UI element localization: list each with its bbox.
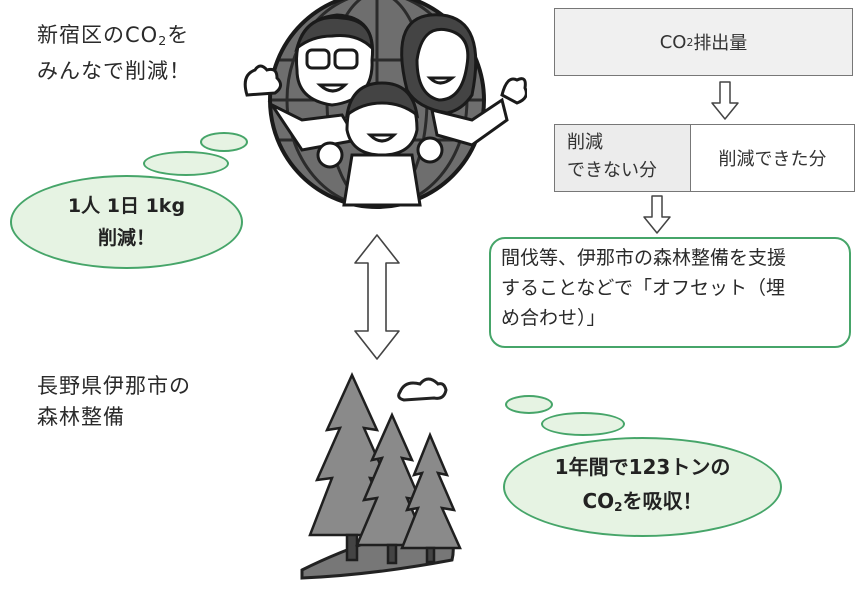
- double-arrow-icon: [354, 234, 400, 360]
- forest-heading: 長野県伊那市の 森林整備: [37, 374, 191, 429]
- down-arrow-icon: [643, 195, 671, 234]
- forest-illustration: [300, 371, 462, 580]
- down-arrow-icon: [711, 81, 739, 120]
- unreduced-portion: 削減 できない分: [555, 125, 691, 191]
- offset-description-box: 間伐等、伊那市の森林整備を支援 することなどで「オフセット（埋 め合わせ）」: [489, 237, 851, 348]
- thought-cloud-medium: [541, 412, 625, 436]
- shinjuku-heading: 新宿区のCO2を みんなで削減！: [37, 23, 191, 83]
- reduction-bubble: 1人 1日 1kg 削減！: [10, 175, 243, 269]
- thought-cloud-small: [505, 395, 553, 414]
- thought-cloud-medium: [143, 151, 229, 176]
- family-globe-illustration: [243, 0, 527, 209]
- absorption-bubble: 1年間で123トンの CO2を吸収！: [503, 437, 782, 537]
- reduction-split-box: 削減 できない分 削減できた分: [554, 124, 855, 192]
- reduced-portion: 削減できた分: [718, 149, 827, 170]
- thought-cloud-small: [200, 132, 248, 152]
